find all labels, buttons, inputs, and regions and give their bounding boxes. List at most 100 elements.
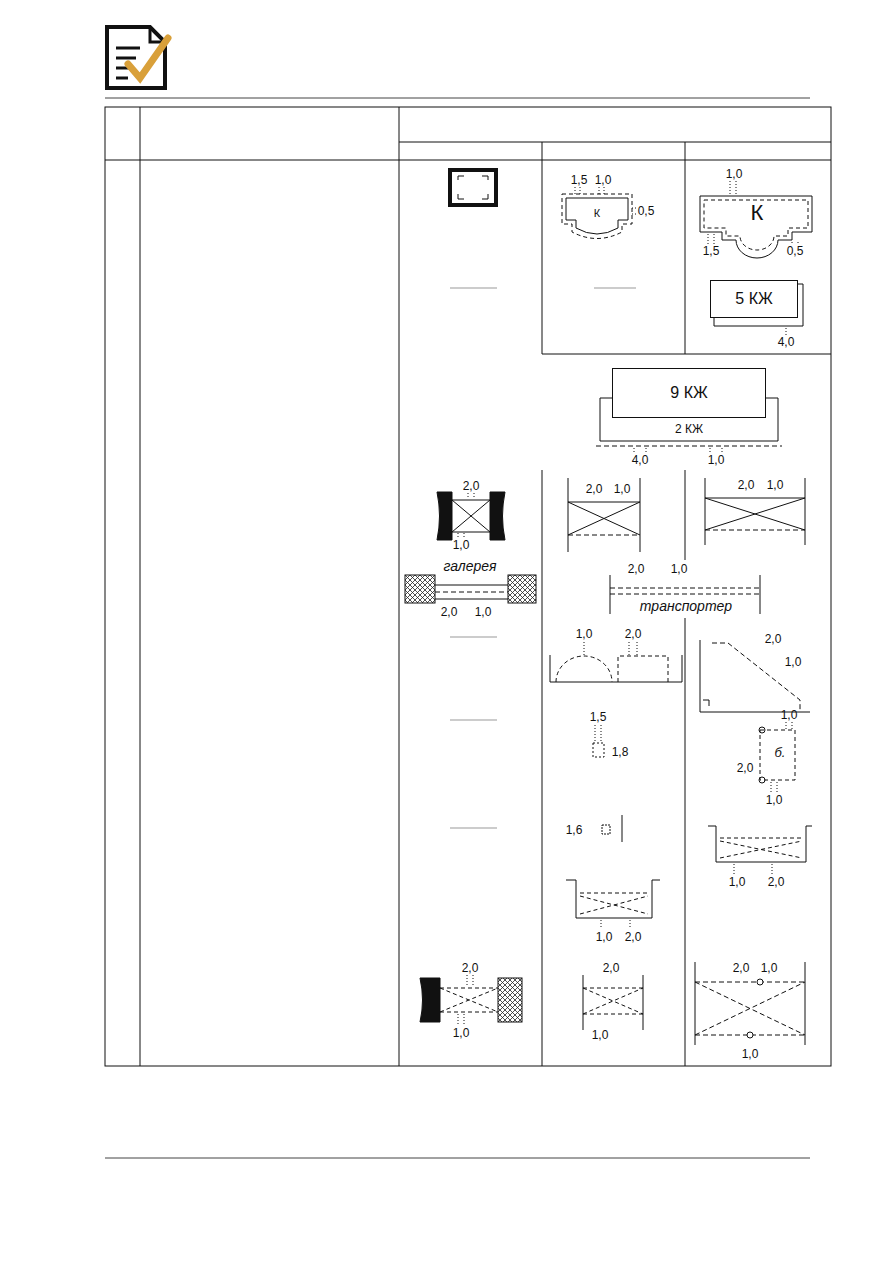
dimension-label: 1,0: [576, 628, 593, 640]
dimension-label: 2,0: [737, 762, 754, 774]
dimension-label: 1,0: [671, 563, 688, 575]
dash-mark: [450, 828, 497, 829]
dimension-label: 1,0: [767, 479, 784, 491]
grid-line: [140, 107, 141, 1066]
symbols: [405, 170, 812, 1045]
passage-cross: [695, 982, 805, 1035]
dash-marks: [450, 288, 636, 828]
dimension-label: 1,0: [592, 1029, 609, 1041]
leader-ticks: [634, 448, 722, 453]
hatched-block: [508, 575, 536, 603]
dimension-label: 1,0: [595, 174, 612, 186]
dimension-label: 1,8: [612, 746, 629, 758]
pit-outline: [566, 880, 660, 918]
conveyor-end: [610, 575, 760, 614]
grid-line: [542, 142, 543, 354]
grid-line: [685, 470, 686, 560]
dimension-label: 1,0: [761, 962, 778, 974]
pit-outline: [708, 826, 812, 862]
zone-outline: [602, 825, 610, 834]
zone-outline: [760, 730, 795, 780]
caption-text: б.: [775, 746, 786, 759]
dimension-label: 1,0: [453, 1027, 470, 1039]
grid-line: [685, 618, 686, 1066]
dimension-label: 2,0: [625, 931, 642, 943]
wall-line: [695, 962, 805, 1045]
dimension-label: 1,0: [708, 454, 725, 466]
zone-outline: [593, 743, 604, 757]
leader-ticks: [575, 187, 638, 214]
dimension-label: 1,0: [781, 709, 798, 721]
dimension-label: 2,0: [765, 633, 782, 645]
dimension-label: 1,6: [566, 824, 583, 836]
passage-cross: [440, 988, 498, 1012]
dimension-label: 2,0: [462, 962, 479, 974]
building-outline: [566, 198, 628, 234]
corner-marks: [458, 176, 488, 199]
building-box: 5 КЖ: [710, 280, 798, 318]
table-border: [105, 107, 831, 1066]
zone-line: [712, 643, 800, 712]
zone-line: [596, 446, 782, 447]
wall-block: [420, 978, 440, 1022]
passage-cross: [583, 988, 643, 1014]
passage-cross: [568, 478, 640, 552]
post-mark: [759, 727, 765, 733]
grid-line: [542, 470, 543, 1066]
leader-ticks: [595, 725, 601, 741]
conveyor-line: [610, 588, 760, 594]
building-code-text: К: [751, 202, 764, 224]
zone-outline: [562, 194, 632, 239]
wall-line: [583, 975, 643, 1030]
logo-icon: [107, 27, 168, 88]
leader-ticks: [708, 181, 798, 245]
leader-ticks: [601, 920, 630, 929]
profile-line: [550, 655, 682, 682]
dimension-label: 1,0: [742, 1048, 759, 1060]
dimension-label: 2,0: [738, 479, 755, 491]
dimension-label: 1,0: [729, 876, 746, 888]
wall-line: [622, 815, 623, 842]
grid-line: [542, 354, 831, 355]
gallery-line: [435, 585, 508, 599]
building-symbol: [450, 170, 496, 205]
zone-line: [705, 530, 805, 531]
leader-ticks: [458, 493, 474, 538]
grid-line: [105, 160, 831, 161]
caption-text: галерея: [443, 559, 496, 573]
dimension-label: 0,5: [787, 245, 804, 257]
top-rule: [105, 98, 810, 99]
building-code-text: К: [594, 208, 600, 219]
leader-ticks: [786, 328, 787, 335]
building-code: К: [735, 196, 779, 230]
bottom-rule: [105, 1158, 810, 1159]
post-mark: [747, 1032, 753, 1038]
grid-line: [399, 107, 400, 1066]
dimension-label: 2,0: [463, 480, 480, 492]
dimension-label: 2,0: [628, 563, 645, 575]
zone-cross: [720, 838, 802, 858]
dimension-label: 2,0: [625, 628, 642, 640]
dimension-label: 1,5: [590, 711, 607, 723]
building-box: 9 КЖ: [612, 368, 766, 418]
corner-line: [700, 640, 810, 712]
dimension-label: 1,0: [614, 483, 631, 495]
building-code-text: 5 КЖ: [735, 291, 772, 307]
building-outline: [700, 196, 812, 258]
dimension-label: 2,0: [441, 606, 458, 618]
caption-text: транспортер: [640, 599, 732, 613]
zone-line: [568, 535, 640, 536]
dimension-label: 4,0: [632, 454, 649, 466]
leader-ticks: [734, 864, 772, 874]
dimension-label: 2,0: [768, 876, 785, 888]
dash-mark: [450, 288, 497, 289]
table-grid: [105, 107, 831, 1066]
dimension-label: 1,0: [785, 656, 802, 668]
dash-mark: [450, 720, 497, 721]
dimension-label: 2 КЖ: [675, 423, 703, 435]
leader-ticks: [584, 642, 637, 655]
building-code: К: [582, 202, 612, 224]
dimension-label: 2,0: [586, 483, 603, 495]
